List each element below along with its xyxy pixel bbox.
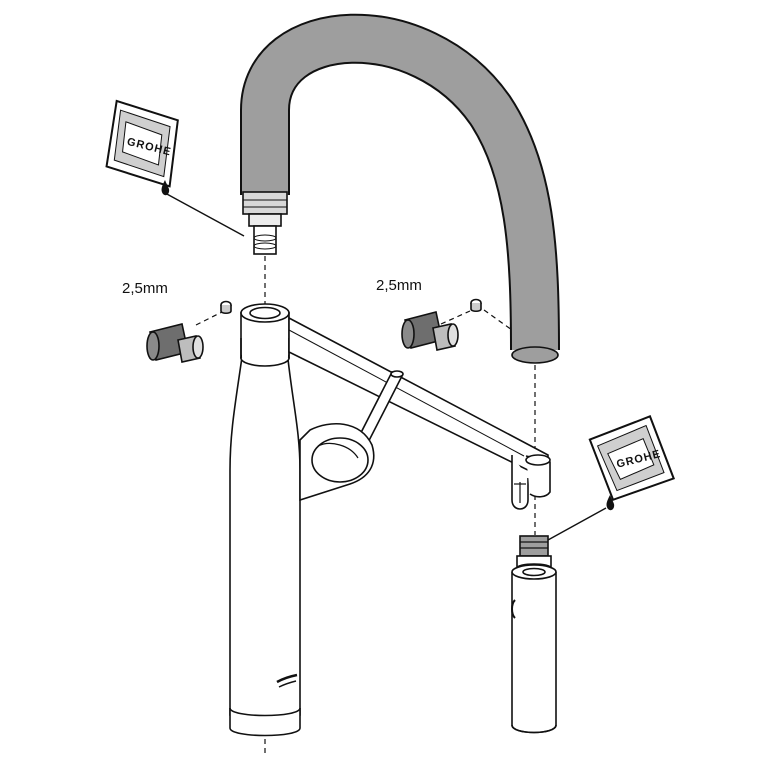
spout-hose: [240, 13, 560, 364]
set-screw-left: [220, 300, 232, 315]
lever-handle: [299, 370, 404, 502]
plug-right: [401, 311, 459, 351]
hose-connector: [242, 191, 288, 255]
hex-key-size-label-left: 2,5mm: [122, 280, 168, 297]
grease-packet-left: GROHE: [105, 99, 179, 188]
hex-key-size-label-right: 2,5mm: [376, 277, 422, 294]
faucet-body: [229, 349, 301, 737]
grease-packet-right: GROHE: [588, 415, 676, 502]
swivel-hub: [240, 303, 290, 367]
grease-leader-lines: [164, 192, 607, 541]
set-screw-right: [470, 298, 482, 313]
plug-left: [146, 323, 204, 363]
grease-drop-right: [606, 495, 615, 511]
grease-drop-left: [161, 180, 170, 196]
spray-head: [511, 535, 557, 734]
support-arm: [288, 316, 551, 510]
